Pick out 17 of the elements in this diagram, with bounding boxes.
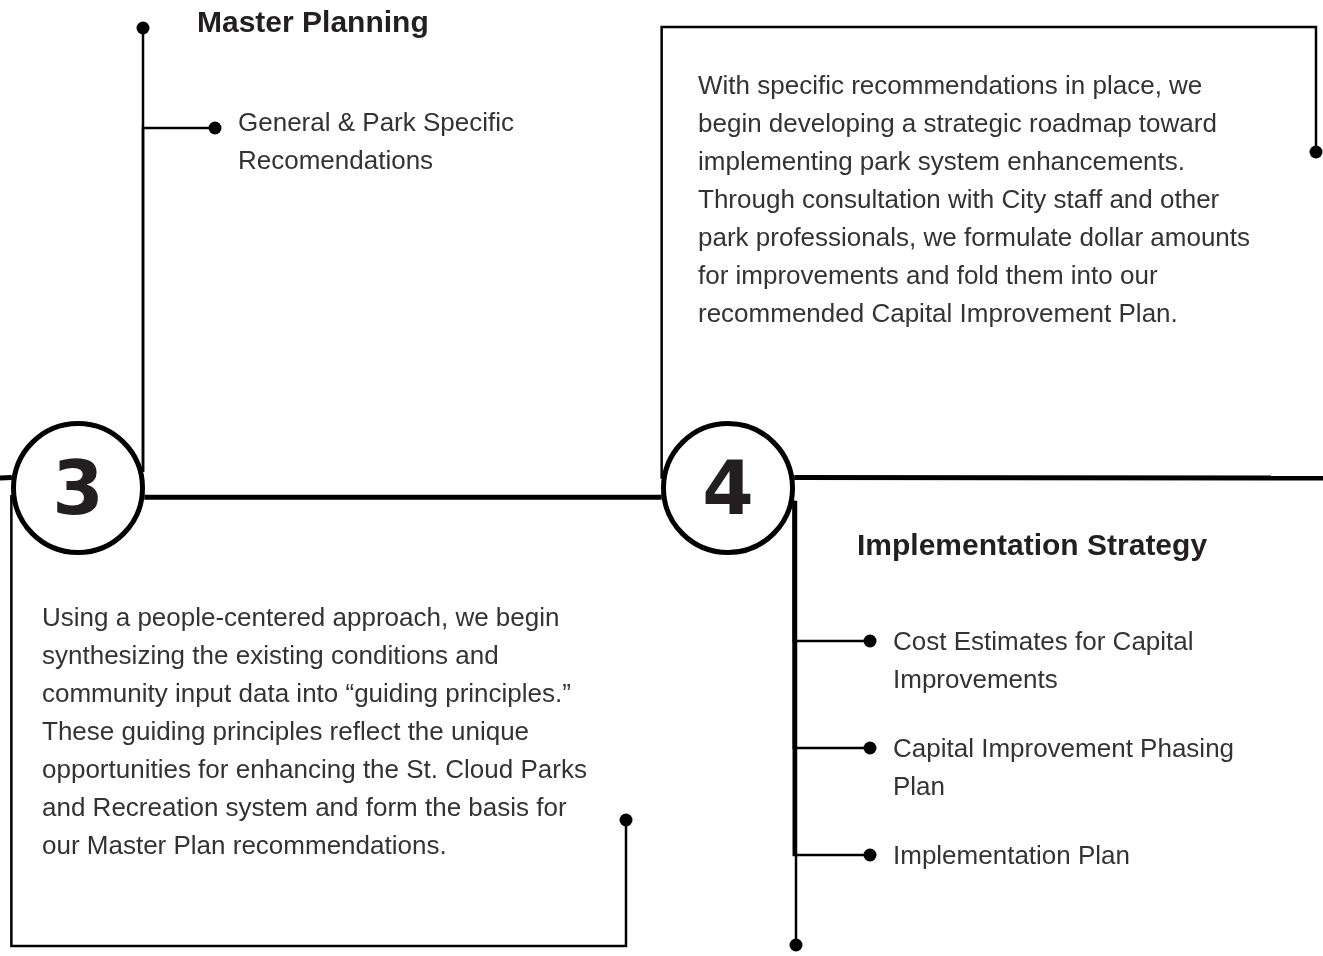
connector-line: [144, 494, 662, 500]
connector-line: [0, 475, 12, 481]
list-item-text: Implementation Plan: [870, 836, 1290, 876]
leader-line: [660, 25, 1323, 479]
section-heading: Implementation Strategy: [857, 528, 1208, 562]
list-item-text: Capital Improvement Phasing Plan: [870, 729, 1290, 809]
step-number-circle: 3: [11, 421, 145, 555]
step-number-circle: 4: [661, 421, 795, 555]
section-heading: Master Planning: [143, 5, 503, 51]
leader-line: [141, 121, 222, 472]
list-item-text: Cost Estimates for Capital Improvements: [870, 622, 1290, 702]
description-text: Using a people-centered approach, we begin synthesizing the existing conditions and community input data into “guiding principles.” These guiding principles reflect the unique opportunities for enhancing the St. Cloud Parks and Recreation system and form the basis for our Master Plan recommendations.: [42, 598, 626, 908]
connector-line: [794, 475, 1323, 481]
leader-line: [789, 500, 803, 952]
leader-line: [10, 495, 633, 948]
list-item-text: General & Park Specific Recomendations: [215, 103, 595, 183]
description-text: With specific recommendations in place, we begin developing a strategic roadmap toward implementing park system enhancements. Through consultation with City staff and other park professionals, we formulate dollar amounts for improvements and fold them into our recommended Capital Improvement Plan.: [698, 66, 1316, 376]
